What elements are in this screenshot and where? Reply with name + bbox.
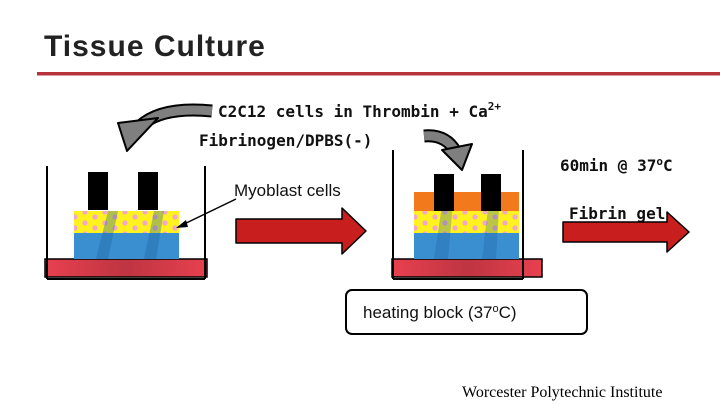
right-arrow-icon [235, 207, 367, 255]
heating-block-label: heating block (37oC) [363, 303, 517, 322]
cells-label-line1: C2C12 cells in Thrombin + Ca2+ [218, 100, 501, 121]
well-post [434, 174, 454, 211]
incubation-label: 60min @ 37oC [560, 155, 673, 175]
curved-arrow-icon [117, 103, 213, 152]
right-arrow-icon [562, 211, 690, 253]
slide-title: Tissue Culture [44, 30, 266, 63]
fibrin-gel-layer [414, 192, 519, 211]
pointer-line [177, 198, 237, 228]
well-post [88, 172, 108, 210]
heating-block-border [345, 289, 588, 335]
culture-well-left [44, 166, 208, 280]
well-post [138, 172, 158, 210]
well-base-shading [392, 259, 542, 277]
heating-block-box: heating block (37oC) [345, 289, 588, 335]
myoblast-cells [414, 211, 519, 233]
well-base-shading [45, 259, 207, 277]
cells-label-line2: Fibrinogen/DPBS(-) [199, 131, 372, 150]
curved-arrow-icon [423, 129, 473, 171]
blue-layer [74, 233, 179, 259]
post-shadow [144, 211, 164, 259]
blue-layer [414, 233, 519, 259]
myoblast-cells [74, 211, 179, 233]
title-underline [37, 72, 720, 76]
fibrin-gel-label: Fibrin gel [569, 204, 665, 223]
post-shadow [96, 211, 118, 259]
culture-well-right [391, 150, 543, 280]
myoblast-label: Myoblast cells [234, 181, 341, 200]
institution-footer: Worcester Polytechnic Institute [462, 384, 662, 401]
pointer-head [176, 220, 188, 228]
well-post [481, 174, 501, 211]
